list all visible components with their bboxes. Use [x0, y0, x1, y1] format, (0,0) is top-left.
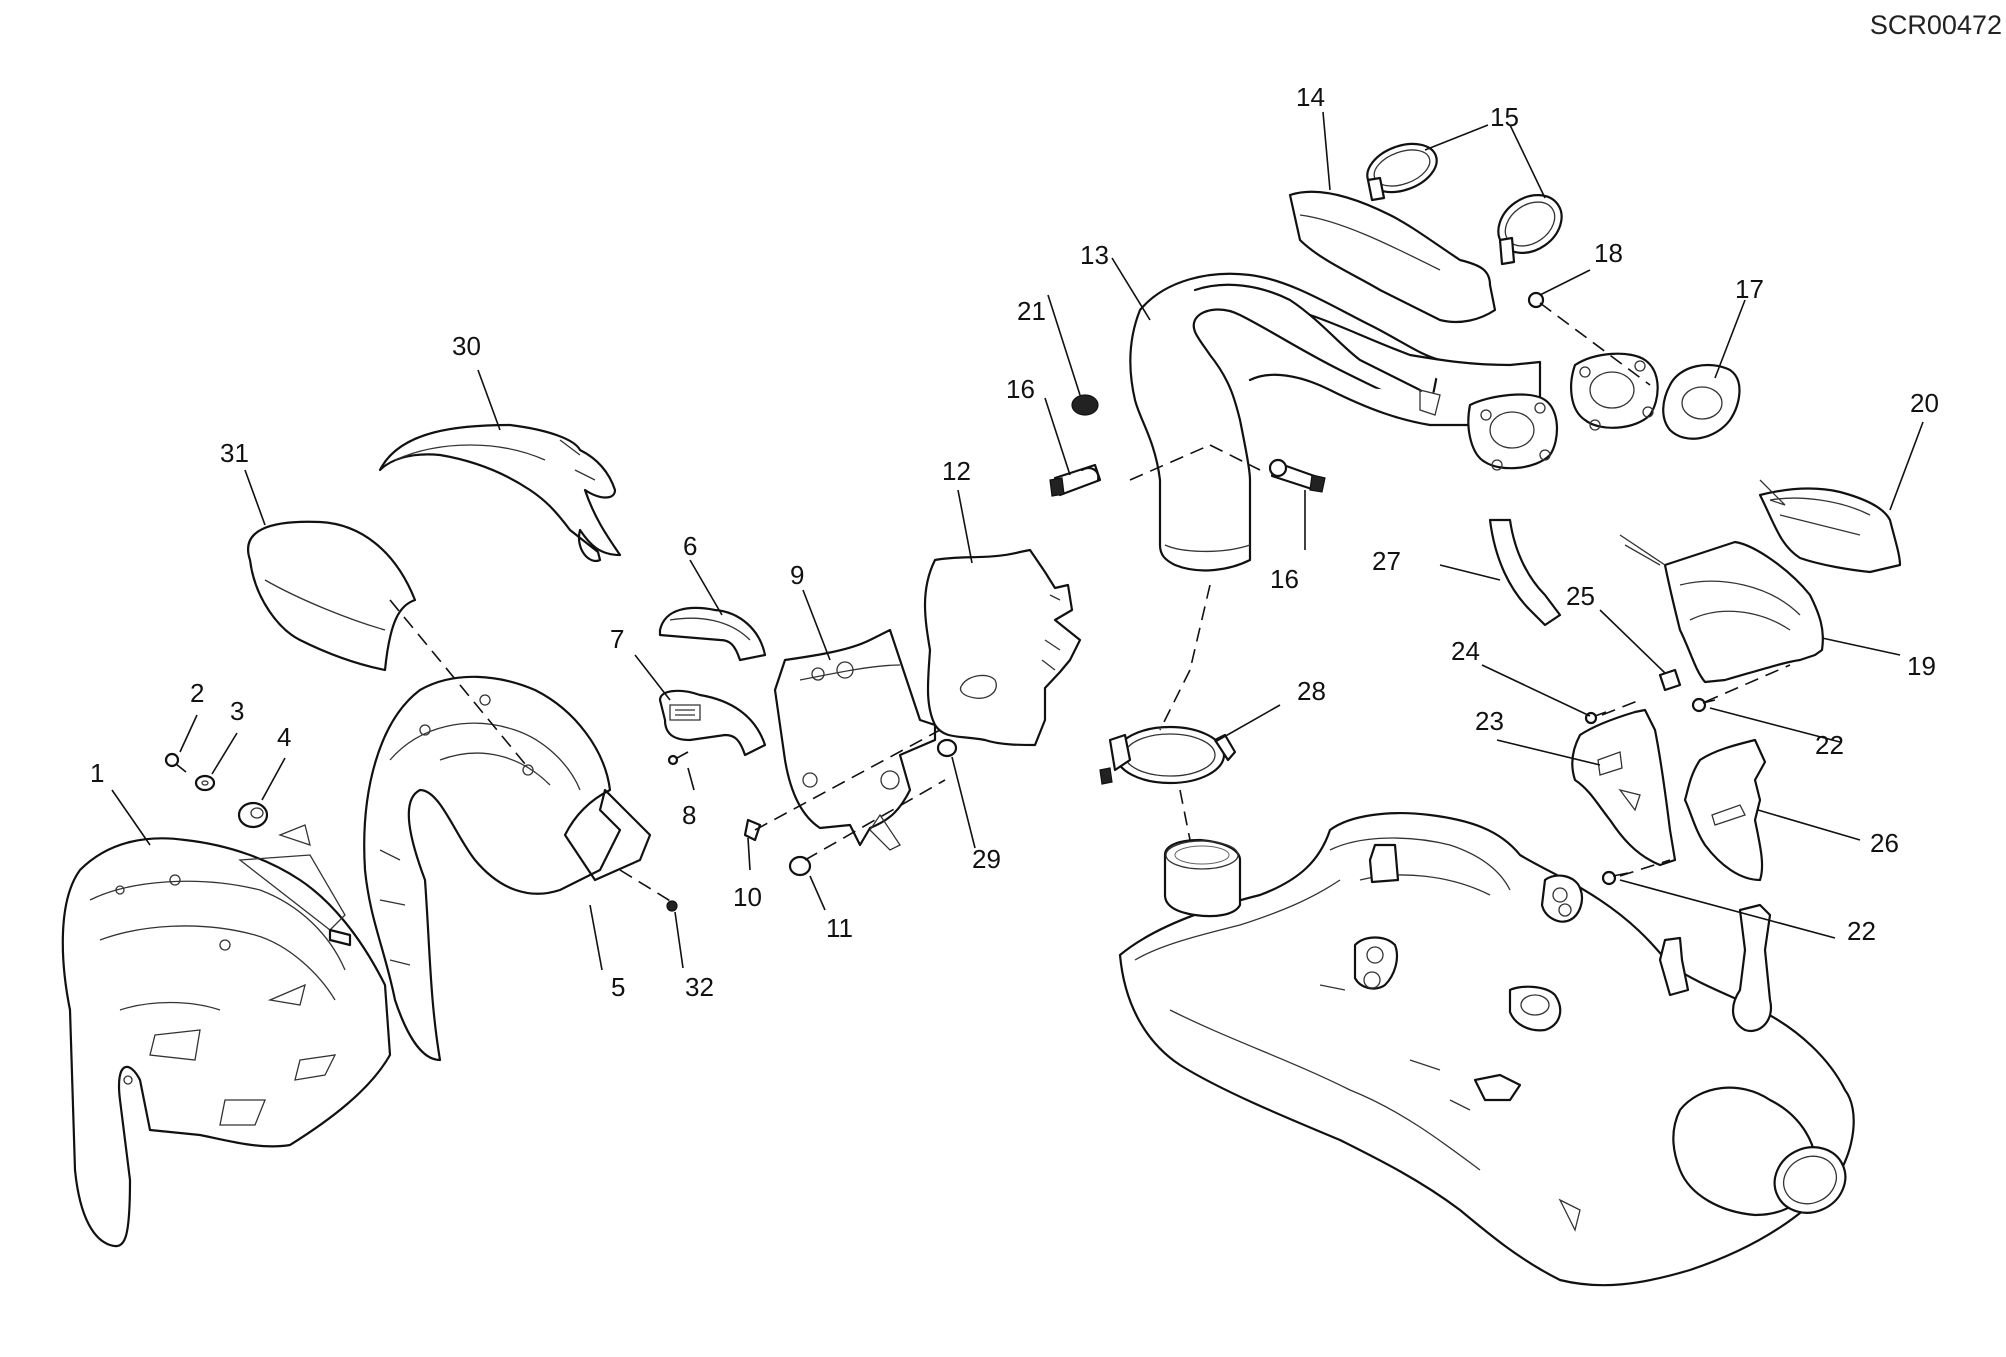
part-24-screw[interactable]: [1584, 711, 1607, 725]
part-12-heat-shield[interactable]: [923, 548, 1082, 747]
callout-21: 21: [1017, 296, 1046, 326]
assembly-lines: [389, 302, 1791, 903]
callout-25: 25: [1566, 581, 1595, 611]
callout-8: 8: [682, 800, 696, 830]
part-22-screw-upper[interactable]: [1691, 697, 1716, 713]
callout-28: 28: [1297, 676, 1326, 706]
part-22-screw-lower[interactable]: [1601, 870, 1629, 886]
callout-labels: 1 2 3 4 5 6 7 8 9 10 11 12 13 14 15 16 1…: [90, 82, 1939, 1002]
callout-32: 32: [685, 972, 714, 1002]
part-4-rubber-bush[interactable]: [237, 801, 269, 829]
part-25-clip[interactable]: [1658, 668, 1682, 692]
callout-6: 6: [683, 531, 697, 561]
part-32-screw[interactable]: [666, 900, 678, 912]
callout-3: 3: [230, 696, 244, 726]
callout-31: 31: [220, 438, 249, 468]
callout-22-lower: 22: [1847, 916, 1876, 946]
part-29-screw[interactable]: [936, 738, 958, 758]
callout-23: 23: [1475, 706, 1504, 736]
callout-20: 20: [1910, 388, 1939, 418]
part-16-lambda-sensor-left[interactable]: [1049, 463, 1102, 497]
part-14-heat-guard[interactable]: [1288, 190, 1497, 324]
callout-9: 9: [790, 560, 804, 590]
callout-1: 1: [90, 758, 104, 788]
part-17-gasket[interactable]: [1662, 363, 1741, 440]
part-31-cover[interactable]: [247, 520, 417, 672]
callout-4: 4: [277, 722, 291, 752]
callout-26: 26: [1870, 828, 1899, 858]
callout-14: 14: [1296, 82, 1325, 112]
part-11-pin[interactable]: [788, 855, 812, 877]
part-27-hose[interactable]: [1488, 518, 1562, 627]
part-9-mounting-plate[interactable]: [773, 628, 937, 851]
callout-15: 15: [1490, 102, 1519, 132]
part-28-exhaust-clamp[interactable]: [1099, 725, 1237, 785]
part-13-exhaust-header[interactable]: [1129, 272, 1659, 572]
callout-7: 7: [610, 624, 624, 654]
part-1-heat-shield[interactable]: [61, 824, 392, 1248]
callout-16-right: 16: [1270, 564, 1299, 594]
silencer-assembly[interactable]: [1118, 812, 1856, 1287]
part-15-hose-clamp-a[interactable]: [1361, 135, 1444, 202]
part-20-heat-shield[interactable]: [1758, 479, 1902, 574]
callout-19: 19: [1907, 651, 1936, 681]
part-15-hose-clamp-b[interactable]: [1487, 183, 1573, 266]
callout-5: 5: [611, 972, 625, 1002]
part-5-heat-shield[interactable]: [363, 675, 652, 1062]
part-7-bracket-shield[interactable]: [658, 689, 767, 757]
callout-10: 10: [733, 882, 762, 912]
part-21-grommet[interactable]: [1071, 394, 1099, 416]
callout-2: 2: [190, 678, 204, 708]
part-19-heat-shield[interactable]: [1619, 534, 1824, 684]
callout-11: 11: [826, 913, 853, 943]
drawing-code: SCR00472: [1869, 10, 2002, 40]
part-3-washer[interactable]: [194, 774, 216, 792]
part-2-screw[interactable]: [164, 752, 187, 773]
callout-24: 24: [1451, 636, 1480, 666]
leader-lines: [111, 111, 1924, 971]
callout-12: 12: [942, 456, 971, 486]
part-10-clip[interactable]: [743, 818, 762, 842]
part-18-nut[interactable]: [1527, 291, 1545, 309]
part-30-heat-shield[interactable]: [378, 423, 622, 563]
part-26-cover[interactable]: [1683, 738, 1767, 882]
callout-29: 29: [972, 844, 1001, 874]
callout-22-upper: 22: [1815, 730, 1844, 760]
callout-13: 13: [1080, 240, 1109, 270]
part-16-lambda-sensor-right[interactable]: [1268, 458, 1326, 493]
callout-18: 18: [1594, 238, 1623, 268]
callout-17: 17: [1735, 274, 1764, 304]
callout-30: 30: [452, 331, 481, 361]
part-23-bracket[interactable]: [1571, 708, 1677, 867]
part-8-screw[interactable]: [667, 751, 689, 766]
callout-27: 27: [1372, 546, 1401, 576]
callout-16-left: 16: [1006, 374, 1035, 404]
part-6-small-shield[interactable]: [658, 606, 767, 662]
